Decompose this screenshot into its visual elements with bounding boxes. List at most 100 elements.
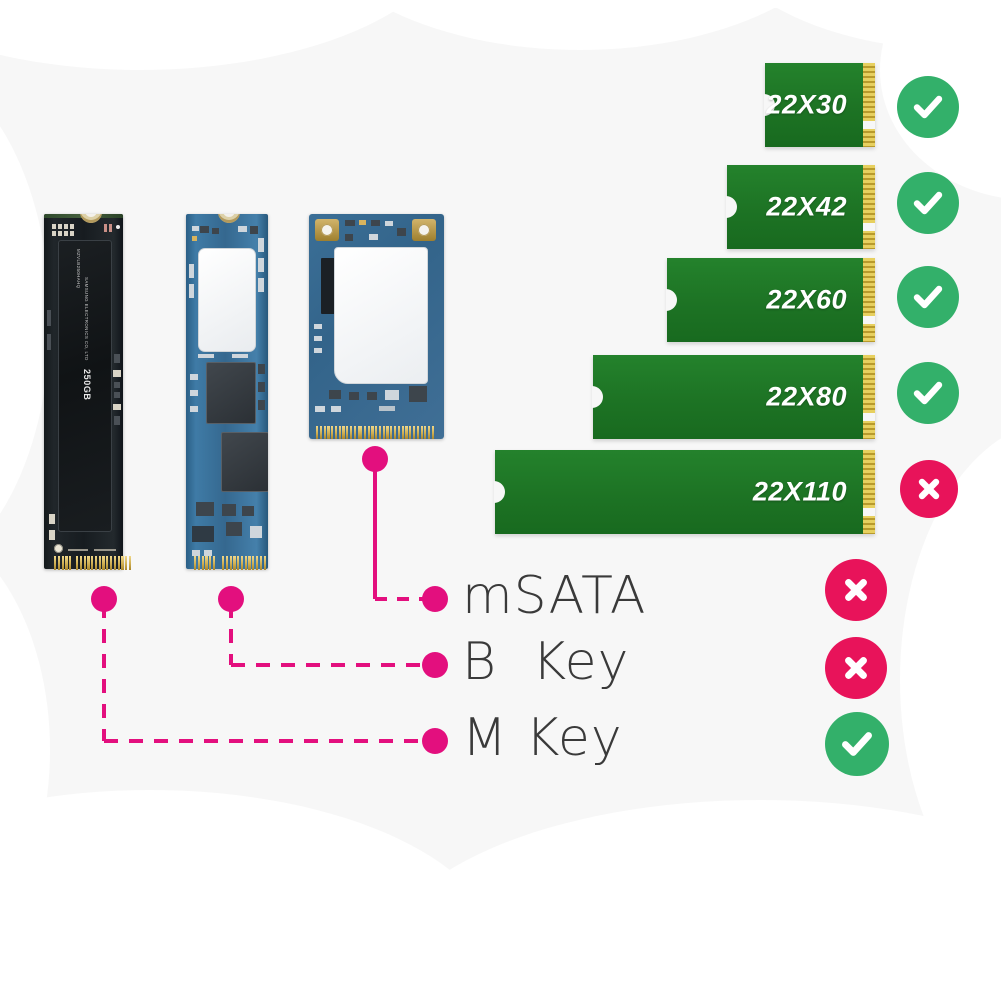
smd-component	[258, 382, 265, 392]
smd-component	[329, 390, 341, 399]
board-notch	[726, 196, 737, 218]
smd-component	[114, 392, 120, 398]
status-badge-row-0	[897, 76, 959, 138]
smd-component	[114, 354, 120, 363]
smd-component	[258, 400, 265, 410]
smd-component	[190, 406, 198, 412]
gold-finger-contacts	[863, 258, 875, 342]
key-label-msata: mSATA	[462, 566, 647, 626]
mounting-notch-inner	[85, 214, 97, 217]
smd-component	[385, 221, 393, 226]
m2-sata-ssd	[186, 214, 268, 569]
silkscreen-mark	[94, 549, 116, 551]
status-badge-key-1	[825, 637, 887, 699]
msata-connector-left	[316, 426, 360, 439]
smd-component	[70, 231, 74, 236]
smd-component	[190, 390, 198, 396]
smd-component	[200, 226, 209, 233]
smd-component	[192, 550, 200, 556]
smd-component	[242, 506, 254, 516]
gold-finger-contacts	[863, 63, 875, 147]
m-key-connector-short	[54, 556, 72, 570]
gold-finger-gap	[863, 316, 875, 324]
smd-component	[114, 416, 120, 425]
brand-text: SAMSUNG ELECTRONICS CO, LTD	[84, 277, 89, 361]
smd-component	[371, 220, 380, 226]
smd-component	[315, 406, 325, 412]
smd-component	[250, 526, 262, 538]
mounting-hole-right	[412, 219, 436, 241]
component-shield	[321, 258, 335, 314]
smd-component	[331, 406, 341, 412]
drive-label: MZVLB250HAHQ SAMSUNG ELECTRONICS CO, LTD…	[58, 240, 112, 532]
smd-component	[49, 514, 55, 524]
cross-icon	[845, 579, 867, 601]
gold-finger-gap	[863, 508, 875, 516]
gold-finger-gap	[863, 223, 875, 231]
board-size-label: 22X60	[766, 284, 847, 315]
check-icon	[913, 95, 943, 119]
smd-component	[189, 284, 194, 298]
smd-component	[196, 502, 214, 516]
smd-component	[52, 224, 56, 229]
m2-nvme-ssd: MZVLB250HAHQ SAMSUNG ELECTRONICS CO, LTD…	[44, 214, 123, 569]
status-badge-row-2	[897, 266, 959, 328]
cross-icon	[918, 478, 940, 500]
silkscreen-mark	[68, 549, 88, 551]
smd-component	[192, 226, 199, 231]
status-badge-key-2	[825, 712, 889, 776]
board-row-2: 22X60	[666, 258, 875, 342]
smd-component	[314, 348, 322, 353]
model-text: MZVLB250HAHQ	[76, 249, 81, 289]
smd-component	[258, 278, 264, 292]
board-notch	[764, 94, 775, 116]
gold-finger-contacts	[863, 165, 875, 249]
smd-component	[314, 324, 322, 329]
check-icon	[913, 191, 943, 215]
check-icon	[913, 285, 943, 309]
check-icon	[842, 732, 872, 756]
mounting-hole-left	[315, 219, 339, 241]
smd-component	[349, 392, 359, 400]
status-badge-row-3	[897, 362, 959, 424]
smd-component	[258, 258, 264, 272]
smd-component	[204, 550, 212, 556]
board-notch	[666, 289, 677, 311]
smd-component	[64, 224, 68, 229]
smd-component	[212, 228, 219, 234]
smd-component	[409, 386, 427, 402]
smd-component	[369, 234, 378, 240]
smd-component	[345, 220, 355, 226]
smd-component	[345, 234, 353, 241]
check-icon	[913, 381, 943, 405]
key-label-bkey: B Key	[462, 632, 630, 692]
smd-component	[113, 404, 121, 410]
smd-component	[190, 374, 198, 380]
mounting-notch-inner	[223, 214, 235, 217]
board-size-label: 22X110	[752, 476, 847, 507]
gold-finger-contacts	[863, 355, 875, 439]
board-notch	[592, 386, 603, 408]
board-row-0: 22X30	[764, 63, 875, 147]
smd-component	[232, 354, 248, 358]
smd-component	[198, 354, 214, 358]
screw-hole	[54, 544, 63, 553]
status-badge-key-0	[825, 559, 887, 621]
smd-component	[238, 226, 247, 232]
msata-ssd	[309, 214, 444, 439]
gold-finger-gap	[863, 413, 875, 421]
smd-component	[192, 236, 197, 241]
smd-component	[222, 504, 236, 516]
board-notch	[494, 481, 505, 503]
smd-component	[385, 390, 399, 400]
smd-component	[58, 224, 62, 229]
smd-component	[47, 310, 51, 326]
smd-component	[367, 392, 377, 400]
smd-component	[226, 522, 242, 536]
smd-component	[104, 224, 107, 232]
smd-component	[258, 238, 264, 252]
smd-component	[109, 224, 112, 232]
board-row-1: 22X42	[726, 165, 875, 249]
status-badge-row-4	[900, 460, 958, 518]
b-key-connector-short	[194, 556, 216, 570]
